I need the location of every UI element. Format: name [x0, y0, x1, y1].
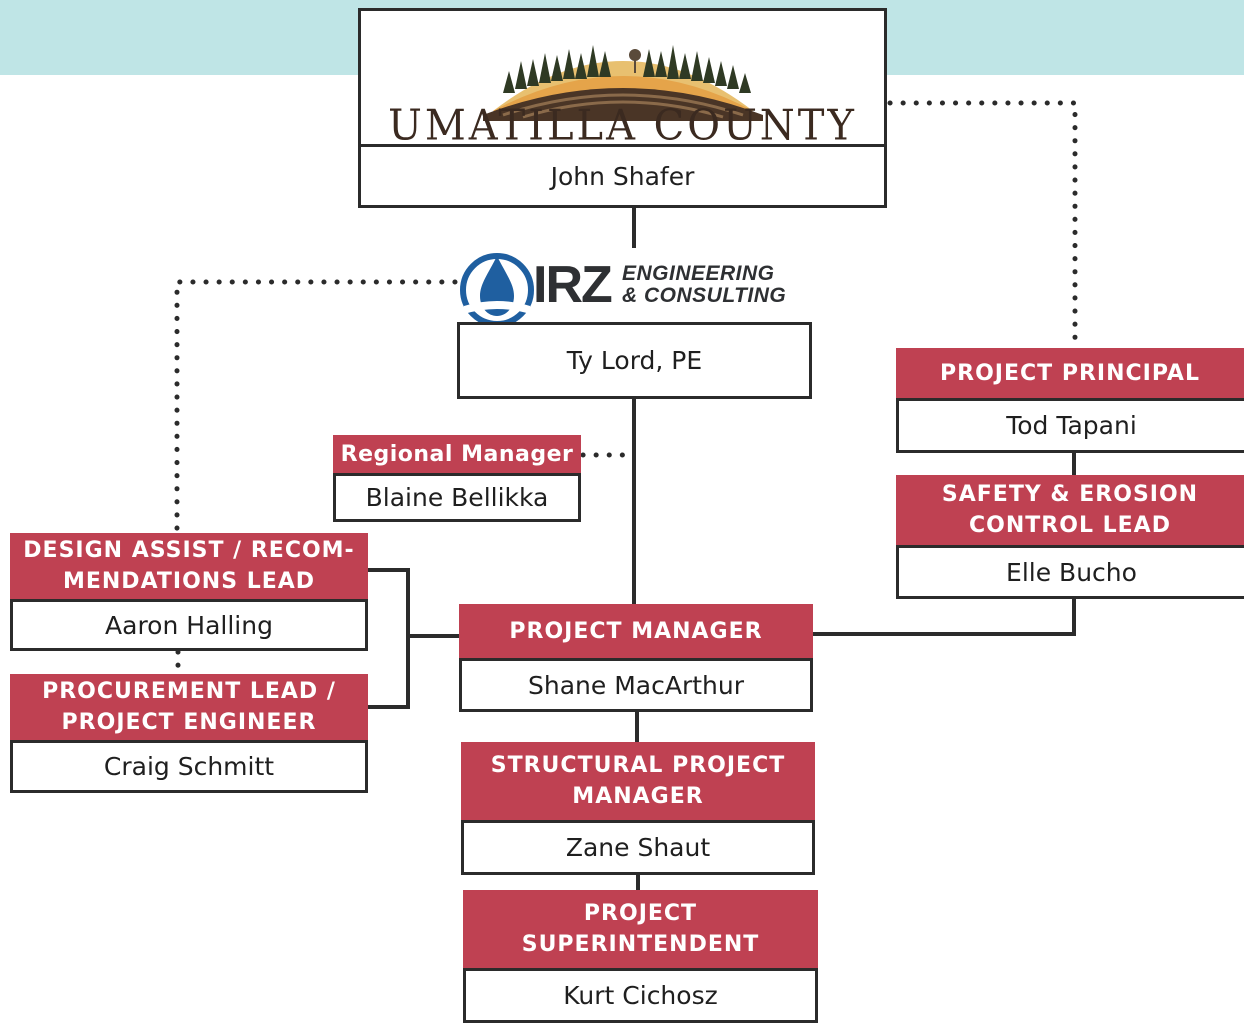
- project-manager-name: Shane MacArthur: [528, 670, 744, 700]
- county-contact-name: John Shafer: [361, 144, 884, 205]
- safety-lead-box: Elle Bucho: [896, 545, 1244, 599]
- county-box: UMATILLA COUNTY John Shafer: [358, 8, 887, 208]
- connector-pm-to-safety: [812, 598, 1076, 636]
- design-lead-name: Aaron Halling: [105, 610, 273, 640]
- connector-left-bracket: [368, 568, 410, 709]
- structural-pm-title: STRUCTURAL PROJECT MANAGER: [461, 742, 815, 820]
- project-principal-title: PROJECT PRINCIPAL: [896, 348, 1244, 398]
- project-manager-box: Shane MacArthur: [459, 658, 813, 712]
- procurement-lead-name: Craig Schmitt: [103, 752, 275, 781]
- irz-logo-line2: & CONSULTING: [622, 284, 787, 307]
- procurement-lead-title: PROCUREMENT LEAD / PROJECT ENGINEER: [10, 674, 368, 740]
- irz-logo-mark: IRZ: [533, 256, 613, 314]
- project-manager-title: PROJECT MANAGER: [459, 604, 813, 658]
- water-drop-icon: [460, 253, 534, 326]
- structural-pm-box: Zane Shaut: [461, 820, 815, 875]
- superintendent-title: PROJECT SUPERINTENDENT: [463, 890, 818, 968]
- safety-lead-title: SAFETY & EROSION CONTROL LEAD: [896, 475, 1244, 545]
- procurement-lead-box: Craig Schmitt: [10, 740, 368, 793]
- irz-lead-box: Ty Lord, PE: [457, 322, 812, 399]
- dotted-county-to-principal: [887, 100, 1078, 351]
- regional-manager-name: Blaine Bellikka: [365, 483, 549, 512]
- farmland-landscape-icon: [483, 45, 763, 121]
- dotted-irz-to-design: [174, 279, 458, 535]
- county-logo-text: UMATILLA COUNTY: [388, 101, 857, 151]
- design-lead-title: DESIGN ASSIST / RECOM- MENDATIONS LEAD: [10, 533, 368, 599]
- safety-lead-name: Elle Bucho: [1006, 557, 1137, 587]
- structural-pm-name: Zane Shaut: [565, 833, 711, 862]
- regional-manager-box: Blaine Bellikka: [333, 473, 581, 522]
- regional-manager-title: Regional Manager: [333, 435, 581, 473]
- superintendent-name: Kurt Cichosz: [563, 981, 718, 1010]
- project-principal-box: Tod Tapani: [896, 398, 1244, 453]
- project-principal-name: Tod Tapani: [1006, 411, 1137, 440]
- design-lead-box: Aaron Halling: [10, 599, 368, 651]
- irz-lead-name: Ty Lord, PE: [566, 346, 703, 375]
- irz-logo-line1: ENGINEERING: [622, 262, 775, 285]
